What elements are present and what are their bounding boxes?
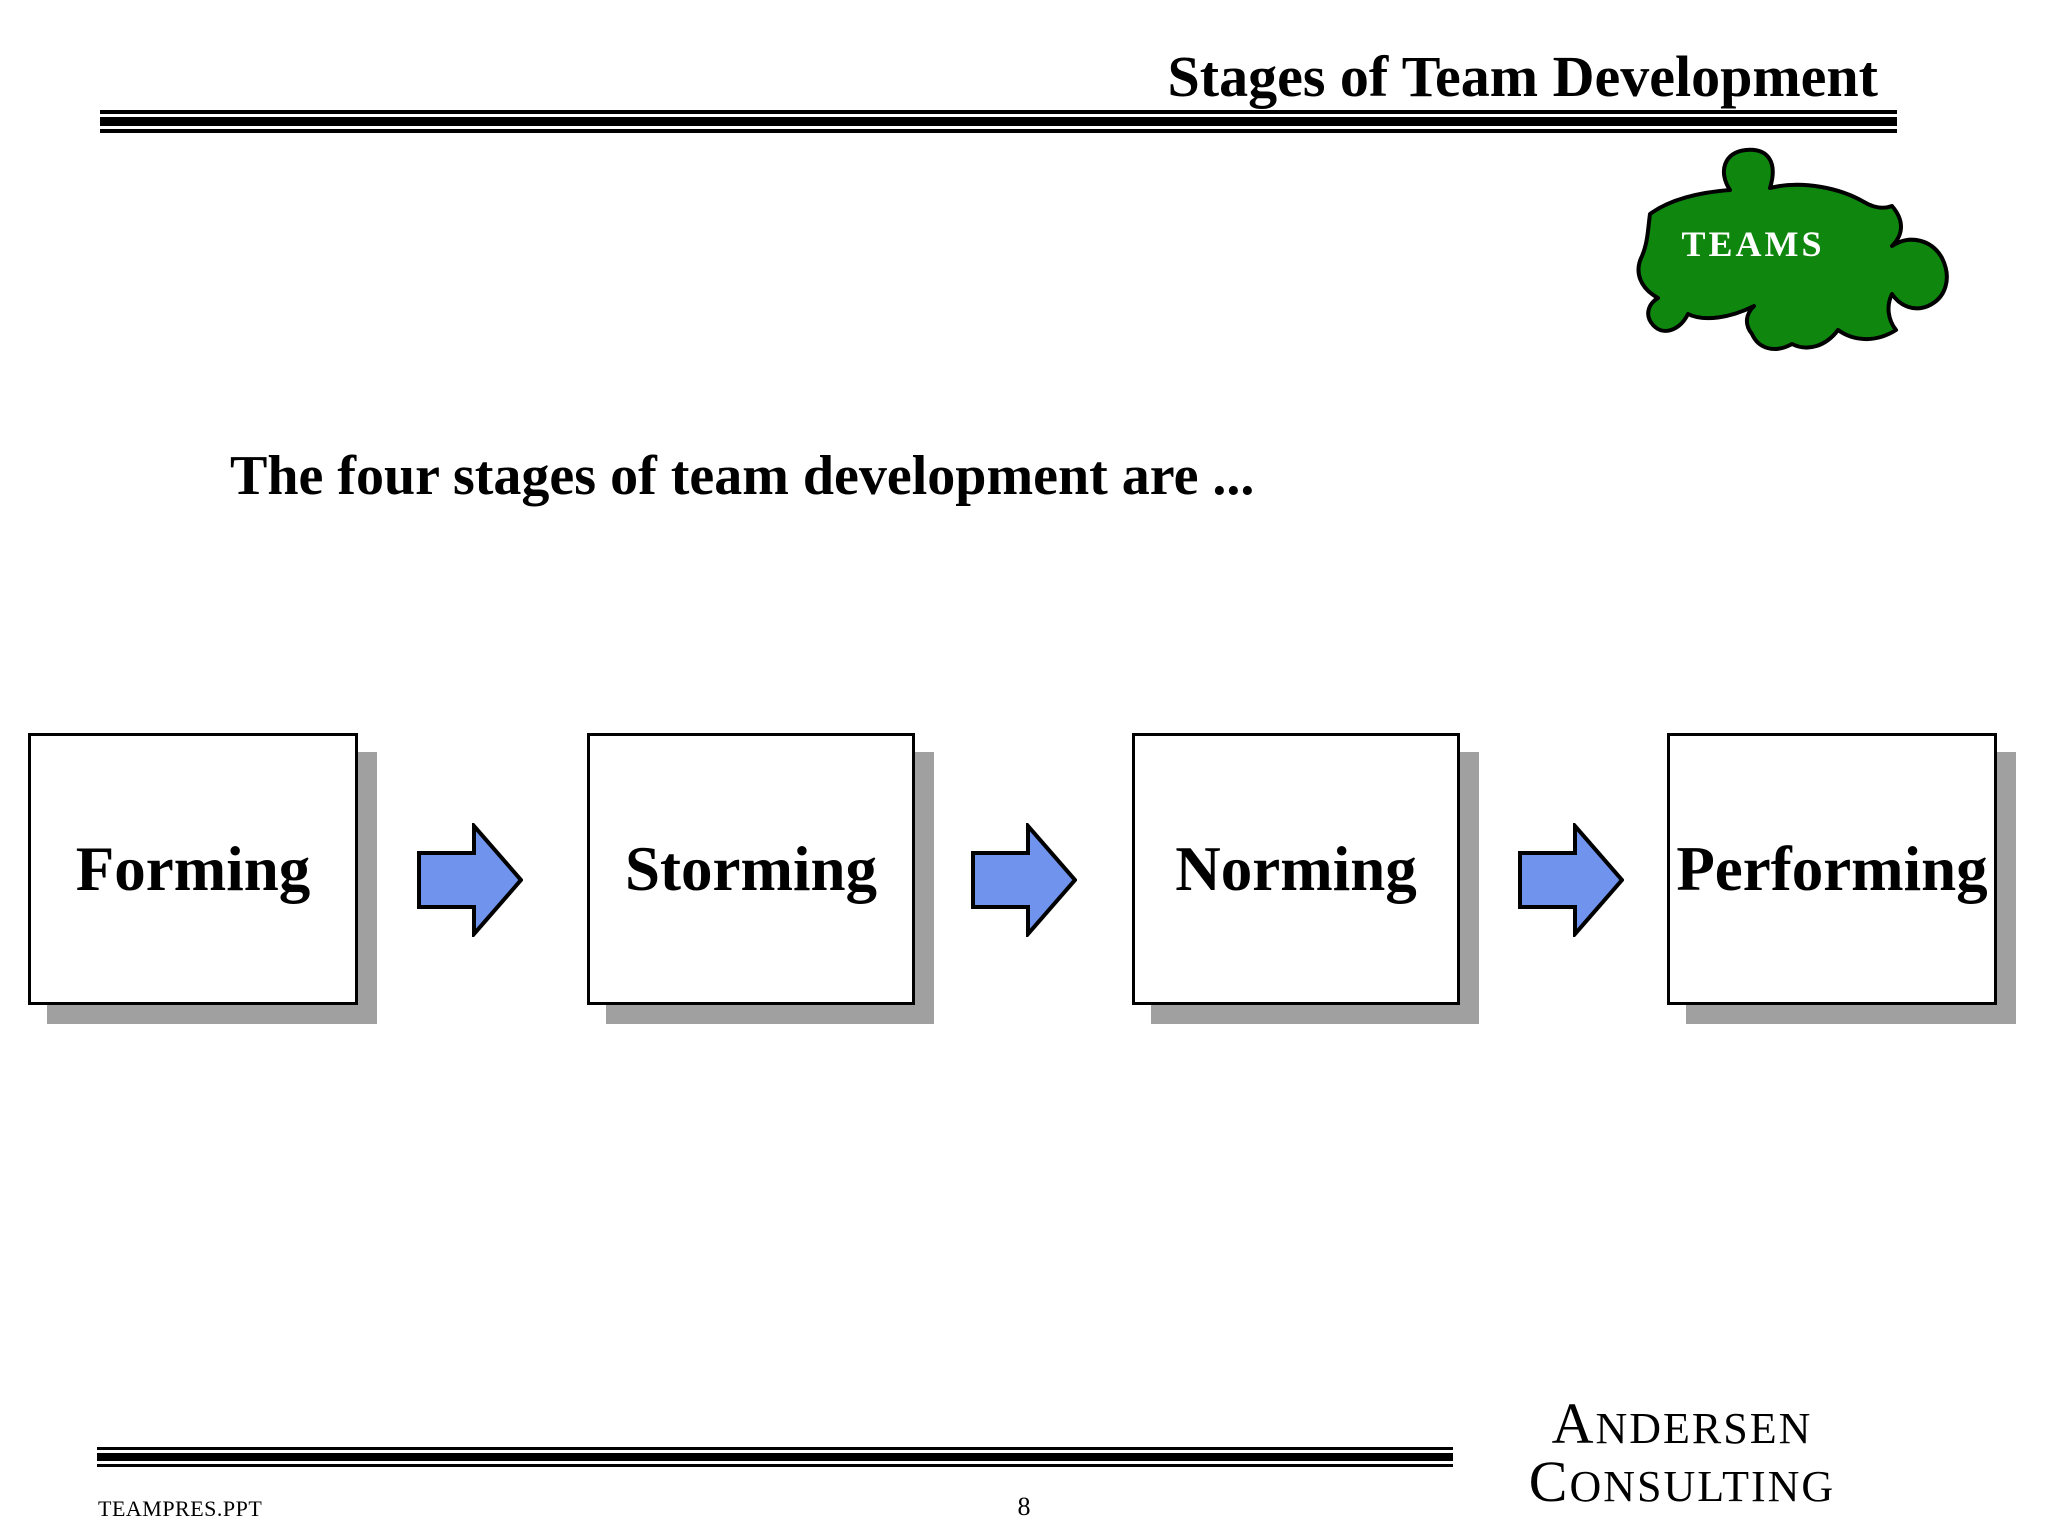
andersen-consulting-logo: ANDERSEN CONSULTING: [1500, 1396, 1864, 1512]
stage-label: Storming: [625, 833, 877, 904]
slide-title: Stages of Team Development: [1167, 44, 1878, 109]
flow-arrow-icon: [971, 823, 1077, 937]
arrow-shape: [971, 823, 1077, 937]
statement-text: The four stages of team development are …: [230, 445, 1255, 507]
puzzle-label: TEAMS: [1681, 224, 1824, 264]
logo-line-consulting: CONSULTING: [1528, 1449, 1836, 1514]
puzzle-shape: [1636, 147, 1949, 351]
stage-box-forming: Forming: [28, 733, 358, 1005]
logo-line-andersen: ANDERSEN: [1551, 1391, 1813, 1456]
footer-rule: [97, 1447, 1453, 1467]
flow-arrow-icon: [417, 823, 523, 937]
footer-filename: TEAMPRES.PPT: [98, 1496, 263, 1521]
arrow-shape: [1518, 823, 1624, 937]
stage-label: Norming: [1175, 833, 1417, 904]
header-rule: [100, 110, 1897, 133]
stage-box-performing: Performing: [1667, 733, 1997, 1005]
stage-box-storming: Storming: [587, 733, 915, 1005]
page-number: 8: [1017, 1492, 1031, 1521]
flow-arrow-icon: [1518, 823, 1624, 937]
stage-box-norming: Norming: [1132, 733, 1460, 1005]
arrow-shape: [417, 823, 523, 937]
stage-label: Performing: [1676, 833, 1988, 904]
stage-label: Forming: [75, 833, 311, 904]
teams-puzzle-icon: TEAMS: [1636, 147, 1949, 351]
